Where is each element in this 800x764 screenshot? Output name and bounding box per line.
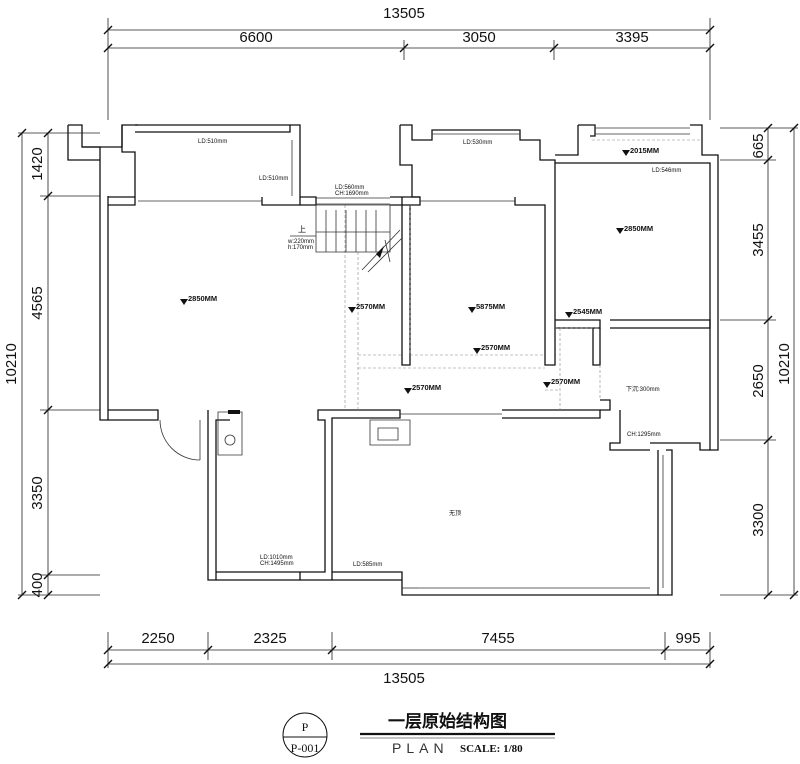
right-dim-3: 2650 (750, 364, 767, 397)
drawing-title: 一层原始结构图 (388, 711, 507, 731)
right-dim-4: 3300 (750, 503, 767, 536)
bottom-dimensions: 2250 2325 7455 995 13505 (103, 630, 715, 687)
right-total-dim: 10210 (776, 343, 793, 385)
bottom-dim-1: 2250 (141, 630, 174, 647)
sheet-code: P-001 (291, 741, 320, 755)
right-dim-2: 3455 (750, 223, 767, 256)
level-2015: 2015MM (630, 146, 659, 155)
top-dimensions: 13505 6600 3050 3395 (103, 5, 715, 120)
plan-word: PLAN (392, 740, 449, 756)
top-dim-3: 3395 (615, 29, 648, 46)
bottom-dim-2: 2325 (253, 630, 286, 647)
door-swing (159, 419, 201, 461)
left-dim-1: 1420 (29, 147, 46, 180)
top-total-dim: 13505 (383, 5, 425, 22)
title-block: P P-001 一层原始结构图 PLAN SCALE: 1/80 (282, 711, 555, 758)
level-2570-c: 2570MM (412, 383, 441, 392)
no-ceiling-label: 无顶 (449, 510, 461, 517)
bottom-dim-4: 995 (675, 630, 700, 647)
top-dim-1: 6600 (239, 29, 272, 46)
left-dim-2: 4565 (29, 286, 46, 319)
ld-560: LD:560mm (335, 185, 364, 191)
left-dimensions: 10210 1420 4565 3350 400 (3, 128, 100, 600)
left-dim-4: 400 (29, 572, 46, 597)
bottom-dim-3: 7455 (481, 630, 514, 647)
right-dimensions: 665 3455 2650 3300 10210 (720, 123, 799, 600)
title-circle-letter: P (302, 720, 309, 734)
top-dim-2: 3050 (462, 29, 495, 46)
ld-510-top: LD:510mm (198, 139, 227, 145)
ch-1295: CH:1295mm (627, 432, 661, 438)
level-markers: 2015MM 2850MM 2850MM 2570MM 5875MM 2545M… (180, 146, 659, 394)
level-5875: 5875MM (476, 302, 505, 311)
annotations: LD:510mm LD:510mm LD:560mm CH:1690mm LD:… (198, 139, 681, 568)
scale-label: SCALE: 1/80 (460, 743, 523, 755)
stair-width: w:220mm (287, 239, 314, 245)
ld-546: LD:546mm (652, 168, 681, 174)
bottom-total-dim: 13505 (383, 670, 425, 687)
ld-510-side: LD:510mm (259, 176, 288, 182)
level-2570-d: 2570MM (551, 377, 580, 386)
level-2850-right: 2850MM (624, 224, 653, 233)
left-dim-3: 3350 (29, 476, 46, 509)
ld-585: LD:585mm (353, 562, 382, 568)
level-2570-a: 2570MM (356, 302, 385, 311)
stair-height: h:170mm (288, 245, 313, 251)
ch-1690: CH:1690mm (335, 191, 369, 197)
ch-1495: CH:1495mm (260, 561, 294, 567)
ld-1010: LD:1010mm (260, 555, 293, 561)
drop-300: 下沉:300mm (626, 385, 660, 393)
stair-up-label: 上 (298, 225, 306, 234)
level-2545: 2545MM (573, 307, 602, 316)
walls (67, 124, 719, 596)
stair: 上 (290, 204, 403, 273)
level-2570-b: 2570MM (481, 343, 510, 352)
right-dim-1: 665 (750, 133, 767, 158)
left-total-dim: 10210 (3, 343, 20, 385)
ld-530: LD:530mm (463, 140, 492, 146)
level-2850-left: 2850MM (188, 294, 217, 303)
guide-lines (344, 139, 700, 410)
